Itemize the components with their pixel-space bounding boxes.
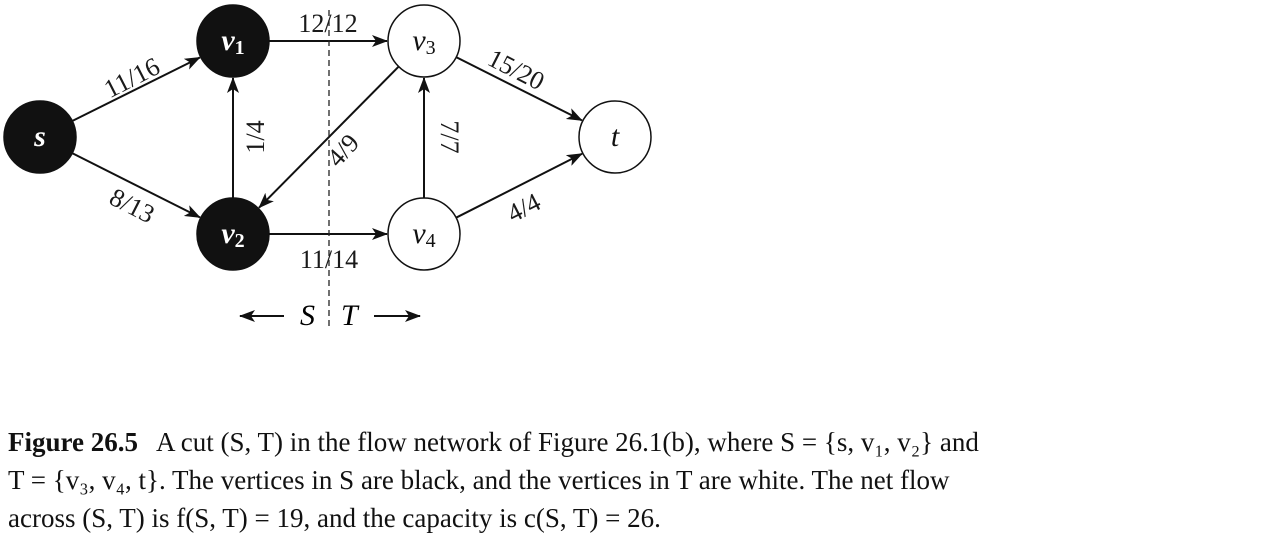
- caption-line-3: across (S, T) is f(S, T) = 19, and the c…: [8, 503, 661, 533]
- edge-label-s-v1: 11/16: [99, 52, 164, 104]
- node-label-v1: v1: [221, 24, 244, 59]
- edge-v3-t: [455, 56, 583, 122]
- edge-s-v2: [71, 152, 201, 219]
- cut-label-s: S: [300, 299, 315, 332]
- node-circle-v4: [387, 197, 461, 271]
- node-v1: v1: [196, 4, 270, 78]
- figure-label: Figure 26.5: [8, 427, 138, 457]
- edge-label-v2-v4: 11/14: [300, 245, 358, 274]
- edge-label-v1-v3: 12/12: [298, 9, 357, 38]
- edge-label-v2-v1: 1/4: [241, 120, 270, 153]
- flow-network-diagram: 11/168/131/412/124/911/147/715/204/4 sv1…: [3, 4, 652, 332]
- node-circle-s: [3, 100, 77, 174]
- node-s: s: [3, 100, 77, 174]
- edge-v4-t: [455, 152, 583, 219]
- edge-label-s-v2: 8/13: [105, 182, 159, 229]
- node-label-v2: v2: [221, 217, 244, 252]
- node-v2: v2: [196, 197, 270, 271]
- edge-s-v1: [71, 56, 201, 122]
- edge-label-v3-v2: 4/9: [321, 128, 365, 172]
- node-label-v3: v3: [412, 24, 435, 59]
- edge-label-v4-t: 4/4: [502, 187, 545, 228]
- cut-label-t: T: [341, 299, 360, 332]
- edge-v3-v2: [258, 65, 400, 209]
- node-label-t: t: [611, 120, 620, 153]
- node-circle-v2: [196, 197, 270, 271]
- node-label-s: s: [33, 120, 46, 153]
- node-label-v4: v4: [412, 217, 435, 252]
- node-t: t: [578, 100, 652, 174]
- caption-line-2: T = {v₃, v₄, t}. The vertices in S are b…: [8, 465, 950, 495]
- node-circle-v1: [196, 4, 270, 78]
- node-v4: v4: [387, 197, 461, 271]
- node-v3: v3: [387, 4, 461, 78]
- node-circle-t: [578, 100, 652, 174]
- node-circle-v3: [387, 4, 461, 78]
- edge-label-v4-v3: 7/7: [435, 120, 464, 153]
